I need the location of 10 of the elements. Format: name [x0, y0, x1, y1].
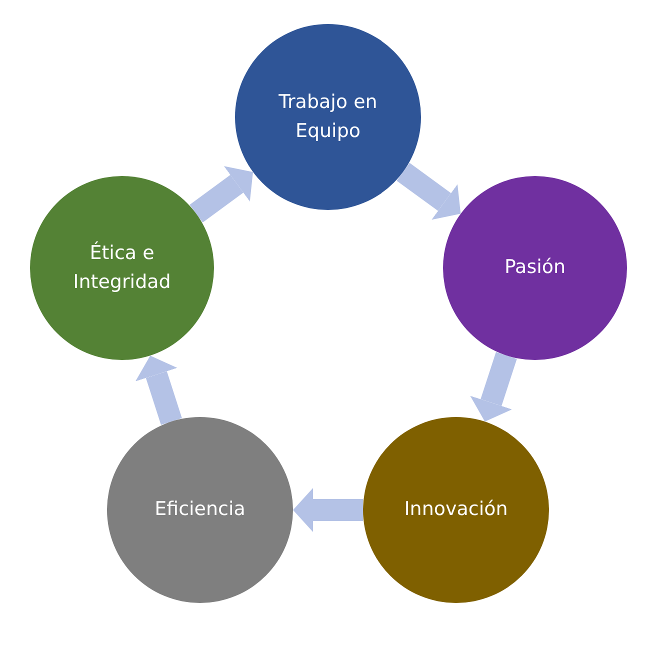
block-arrow [396, 162, 461, 220]
block-arrow [470, 352, 517, 422]
value-label: Eficiencia [154, 497, 246, 522]
block-arrow [190, 166, 253, 222]
block-arrow [135, 356, 182, 425]
value-label: Ética e Integridad [72, 240, 172, 295]
block-arrow [293, 488, 363, 532]
value-label: Pasión [504, 255, 566, 280]
value-label: Innovación [404, 497, 508, 522]
value-label: Trabajo en Equipo [278, 90, 378, 144]
